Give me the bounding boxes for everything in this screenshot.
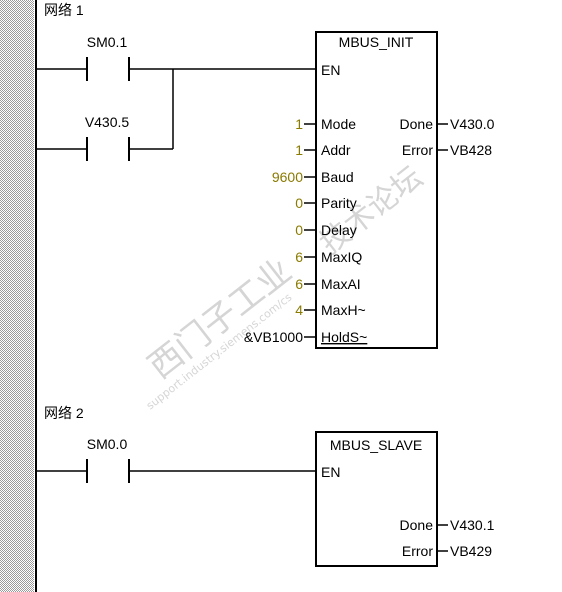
input-pin-label: Baud	[321, 169, 354, 185]
editor-sidebar[interactable]	[0, 0, 34, 592]
contact-address[interactable]: SM0.1	[87, 34, 128, 50]
block-title: MBUS_SLAVE	[330, 437, 422, 453]
input-pin-label: Mode	[321, 116, 356, 132]
input-value[interactable]: 0	[295, 195, 303, 211]
watermark-line1: 西门子工业	[141, 251, 300, 387]
input-pin-row: 6 MaxAI	[295, 276, 360, 292]
block-outputs: Done V430.0 Error VB428	[400, 116, 495, 158]
input-pin-row: 6 MaxIQ	[295, 249, 362, 265]
input-value[interactable]: 1	[295, 142, 303, 158]
input-value[interactable]: &VB1000	[244, 329, 303, 345]
output-pin-label: Done	[400, 116, 434, 132]
block-outputs: Done V430.1 Error VB429	[400, 517, 495, 559]
network-1-title[interactable]: 网络 1	[44, 2, 84, 18]
block-title: MBUS_INIT	[339, 34, 414, 50]
input-pin-label: Addr	[321, 142, 351, 158]
enable-pin: EN	[321, 464, 340, 480]
input-pin-row: 1 Mode	[295, 116, 356, 132]
output-pin-label: Error	[402, 543, 433, 559]
enable-pin: EN	[321, 62, 340, 78]
input-pin-label: Parity	[321, 195, 357, 211]
input-value[interactable]: 6	[295, 249, 303, 265]
output-value[interactable]: V430.1	[450, 517, 495, 533]
input-value[interactable]: 0	[295, 222, 303, 238]
input-pin-label: Delay	[321, 222, 357, 238]
mbus-slave-block[interactable]: MBUS_SLAVE EN	[315, 431, 438, 567]
output-pin-label: Error	[402, 142, 433, 158]
input-pin-row: 9600 Baud	[272, 169, 354, 185]
input-value[interactable]: 6	[295, 276, 303, 292]
input-pin-label: MaxIQ	[321, 249, 362, 265]
input-value[interactable]: 4	[295, 302, 303, 318]
input-pin-row: 0 Parity	[295, 195, 357, 211]
contact-address[interactable]: V430.5	[85, 114, 130, 130]
input-pin-row: 4 MaxH~	[295, 302, 366, 318]
output-value[interactable]: V430.0	[450, 116, 495, 132]
contact-address[interactable]: SM0.0	[87, 436, 128, 452]
input-pin-label: HoldS~	[321, 329, 367, 345]
contact-v4305[interactable]	[36, 69, 174, 161]
contact-sm01[interactable]	[36, 57, 316, 81]
input-value[interactable]: 9600	[272, 169, 303, 185]
input-value[interactable]: 1	[295, 116, 303, 132]
input-pin-row: &VB1000 HoldS~	[244, 329, 367, 345]
watermark: 西门子工业 support.industry.siemens.com/cs 技术…	[141, 160, 430, 413]
input-pin-row: 0 Delay	[295, 222, 357, 238]
input-pin-row: 1 Addr	[295, 142, 351, 158]
network-2-title[interactable]: 网络 2	[44, 405, 84, 421]
contact-sm00[interactable]	[36, 459, 316, 483]
input-pin-label: MaxAI	[321, 276, 361, 292]
output-value[interactable]: VB428	[450, 142, 492, 158]
input-pin-label: MaxH~	[321, 302, 366, 318]
block-inputs: 1 Mode 1 Addr 9600 Baud 0 Parity 0 Delay…	[244, 116, 367, 345]
mbus-init-block[interactable]: MBUS_INIT EN	[315, 31, 438, 349]
output-pin-label: Done	[400, 517, 434, 533]
output-value[interactable]: VB429	[450, 543, 492, 559]
